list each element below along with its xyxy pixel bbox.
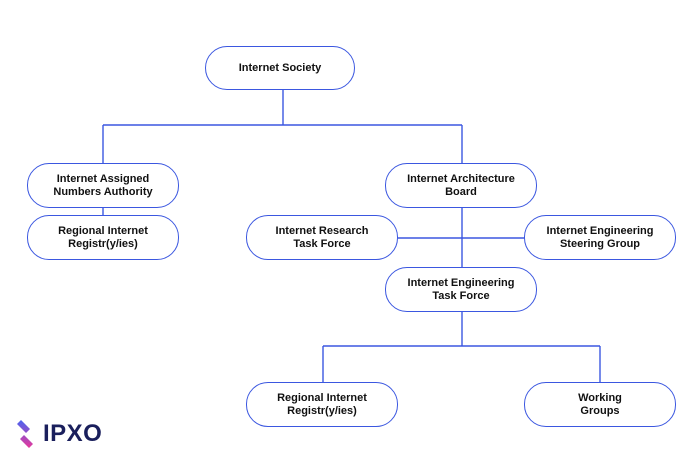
node-label-line-1: Working [578, 391, 622, 404]
logo-text: IPXO [43, 420, 103, 447]
node-label-line-2: Numbers Authority [53, 185, 153, 198]
ipxo-logo-icon [17, 420, 33, 448]
node-label-line-1: Regional Internet [277, 391, 367, 404]
node-label-line-2: Board [445, 185, 477, 198]
node-regional-internet-registry-left: Regional Internet Registr(y/ies) [27, 215, 179, 260]
node-internet-engineering-task-force: Internet Engineering Task Force [385, 267, 537, 312]
node-label-line-1: Internet Research [275, 224, 369, 237]
node-internet-architecture-board: Internet Architecture Board [385, 163, 537, 208]
node-label-line-2: Groups [580, 404, 620, 417]
node-label: Internet Society [238, 61, 322, 74]
node-label-line-2: Steering Group [559, 237, 641, 250]
node-label-line-1: Internet Architecture [407, 172, 515, 185]
node-label-line-2: Task Force [432, 289, 490, 302]
node-working-groups: Working Groups [524, 382, 676, 427]
node-label-line-1: Internet Engineering [546, 224, 654, 237]
node-label-line-1: Internet Assigned [56, 172, 150, 185]
ipxo-logo: IPXO [15, 418, 102, 450]
node-label-line-2: Registr(y/ies) [68, 237, 138, 250]
node-label-line-2: Task Force [293, 237, 351, 250]
node-label-line-1: Internet Engineering [407, 276, 515, 289]
node-label-line-2: Registr(y/ies) [287, 404, 357, 417]
node-internet-society: Internet Society [205, 46, 355, 90]
node-internet-engineering-steering-group: Internet Engineering Steering Group [524, 215, 676, 260]
node-internet-research-task-force: Internet Research Task Force [246, 215, 398, 260]
node-label-line-1: Regional Internet [58, 224, 148, 237]
node-iana: Internet Assigned Numbers Authority [27, 163, 179, 208]
node-regional-internet-registry-bottom: Regional Internet Registr(y/ies) [246, 382, 398, 427]
